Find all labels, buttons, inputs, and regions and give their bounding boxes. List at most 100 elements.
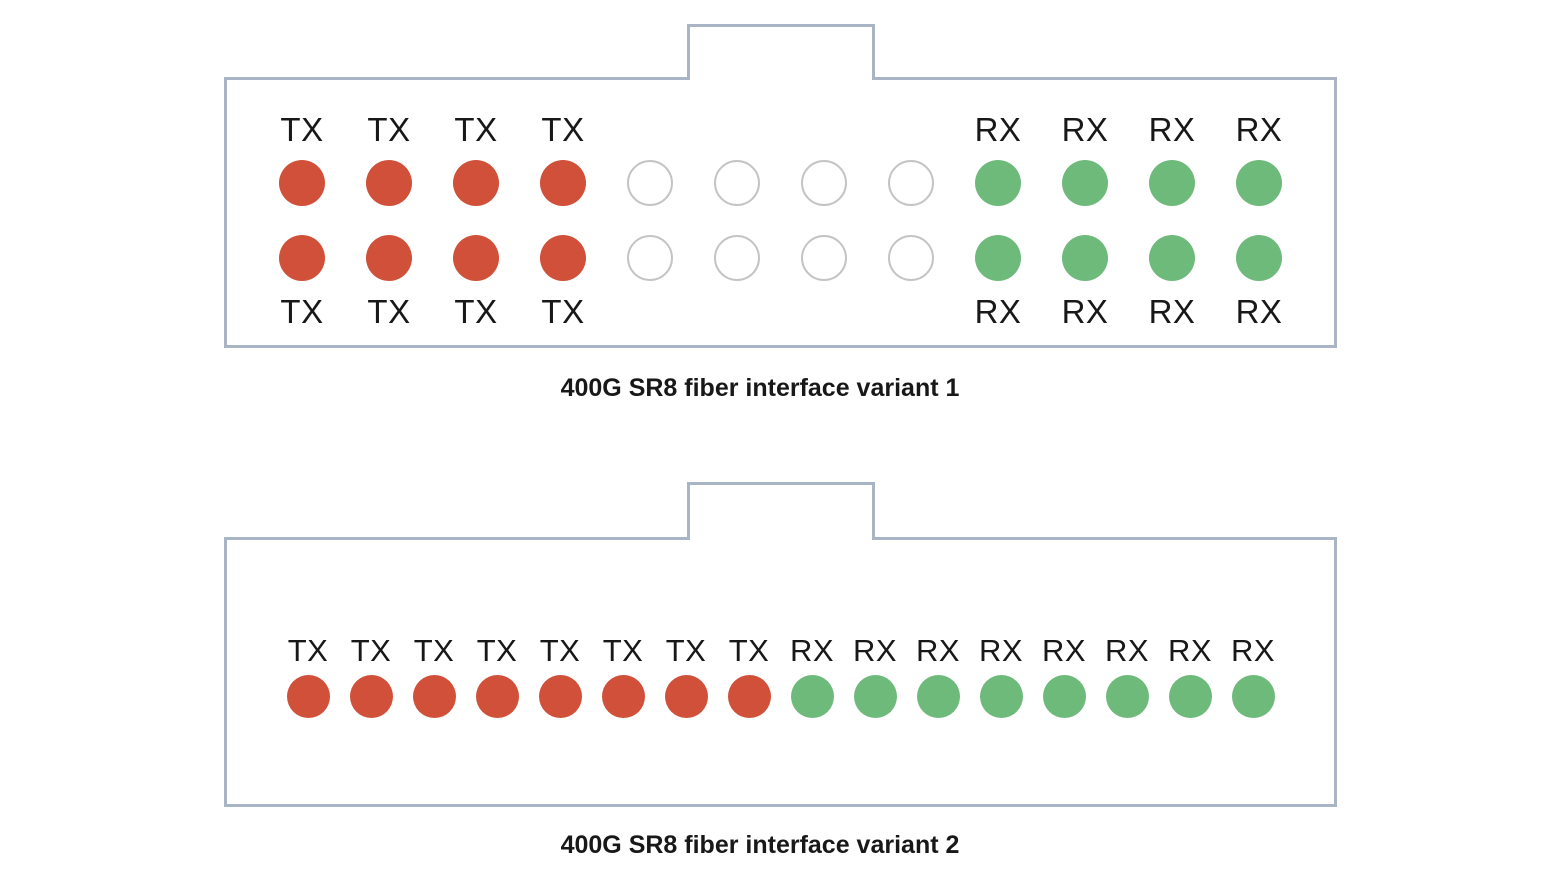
rx-pin: [1149, 235, 1195, 281]
rx-pin-label: RX: [974, 292, 1022, 330]
pin-label-row: TX TX TX TX RX RX RX RX: [227, 290, 1334, 332]
pin-cell: [520, 235, 607, 281]
pin-cell: TX: [520, 113, 607, 146]
tx-pin-label: TX: [728, 632, 770, 668]
pin-cell: TX: [277, 635, 340, 666]
tx-pin: [366, 235, 412, 281]
rx-pin: [853, 675, 897, 718]
pin-cell: RX: [1222, 635, 1285, 666]
pin-cell: [259, 235, 346, 281]
pin-cell: [955, 235, 1042, 281]
tx-pin-label: TX: [539, 632, 581, 668]
pin-cell: [529, 675, 592, 718]
pin-cell: [340, 675, 403, 718]
tx-pin-label: TX: [280, 110, 324, 148]
rx-pin-label: RX: [1230, 632, 1276, 668]
pin-cell: [520, 160, 607, 206]
rx-pin: [1062, 235, 1108, 281]
tx-pin: [727, 675, 771, 718]
rx-pin-label: RX: [852, 632, 898, 668]
pin-cell: [346, 160, 433, 206]
rx-pin-label: RX: [915, 632, 961, 668]
unused-pin: [888, 235, 934, 281]
rx-pin: [1231, 675, 1275, 718]
rx-pin-label: RX: [1167, 632, 1213, 668]
pin-cell: RX: [970, 635, 1033, 666]
tx-pin-label: TX: [280, 292, 324, 330]
rx-pin: [1042, 675, 1086, 718]
pin-cell: RX: [1042, 295, 1129, 328]
pin-cell: [277, 675, 340, 718]
pin-cell: RX: [1216, 113, 1303, 146]
pin-cell: RX: [1129, 113, 1216, 146]
tx-pin: [279, 160, 325, 206]
tx-pin-label: TX: [665, 632, 707, 668]
pin-cell: RX: [1216, 295, 1303, 328]
tx-pin: [366, 160, 412, 206]
pin-cell: [1129, 160, 1216, 206]
rx-pin-label: RX: [1235, 292, 1283, 330]
tx-pin-label: TX: [454, 292, 498, 330]
tx-pin-label: TX: [287, 632, 329, 668]
pin-cell: RX: [955, 113, 1042, 146]
pin-circle-row: [227, 235, 1334, 281]
tx-pin: [279, 235, 325, 281]
pin-cell: RX: [1033, 635, 1096, 666]
pin-cell: [607, 235, 694, 281]
rx-pin: [979, 675, 1023, 718]
pin-cell: [1042, 235, 1129, 281]
unused-pin: [801, 235, 847, 281]
pin-cell: [592, 675, 655, 718]
caption-variant-1: 400G SR8 fiber interface variant 1: [560, 374, 960, 402]
pin-cell: [955, 160, 1042, 206]
tx-pin-label: TX: [541, 292, 585, 330]
pin-cell: [1096, 675, 1159, 718]
tx-pin: [453, 235, 499, 281]
pin-cell: [259, 160, 346, 206]
rx-pin-label: RX: [1061, 292, 1109, 330]
pin-cell: TX: [520, 295, 607, 328]
pin-cell: [1216, 160, 1303, 206]
pin-cell: [1222, 675, 1285, 718]
pin-cell: [970, 675, 1033, 718]
rx-pin: [975, 160, 1021, 206]
pin-cell: [433, 160, 520, 206]
rx-pin: [916, 675, 960, 718]
pin-cell: TX: [433, 113, 520, 146]
unused-pin: [801, 160, 847, 206]
pin-cell: RX: [844, 635, 907, 666]
rx-pin: [975, 235, 1021, 281]
pin-cell: [433, 235, 520, 281]
rx-pin-label: RX: [978, 632, 1024, 668]
pin-cell: [655, 675, 718, 718]
tx-pin-label: TX: [367, 110, 411, 148]
tx-pin-label: TX: [476, 632, 518, 668]
pin-cell: RX: [781, 635, 844, 666]
pin-cell: [781, 235, 868, 281]
pin-cell: [1216, 235, 1303, 281]
pin-cell: RX: [1129, 295, 1216, 328]
pin-cell: RX: [955, 295, 1042, 328]
pin-cell: [466, 675, 529, 718]
tx-pin: [540, 235, 586, 281]
pin-cell: [1042, 160, 1129, 206]
rx-pin-label: RX: [1148, 292, 1196, 330]
rx-pin-label: RX: [1235, 110, 1283, 148]
rx-pin: [1062, 160, 1108, 206]
caption-variant-2: 400G SR8 fiber interface variant 2: [560, 831, 960, 859]
pin-circle-row: [227, 160, 1334, 206]
tx-pin-label: TX: [367, 292, 411, 330]
tx-pin: [286, 675, 330, 718]
rx-pin-label: RX: [789, 632, 835, 668]
rx-pin-label: RX: [1041, 632, 1087, 668]
tx-pin: [412, 675, 456, 718]
pin-cell: [1129, 235, 1216, 281]
pin-cell: TX: [718, 635, 781, 666]
pin-cell: [781, 160, 868, 206]
